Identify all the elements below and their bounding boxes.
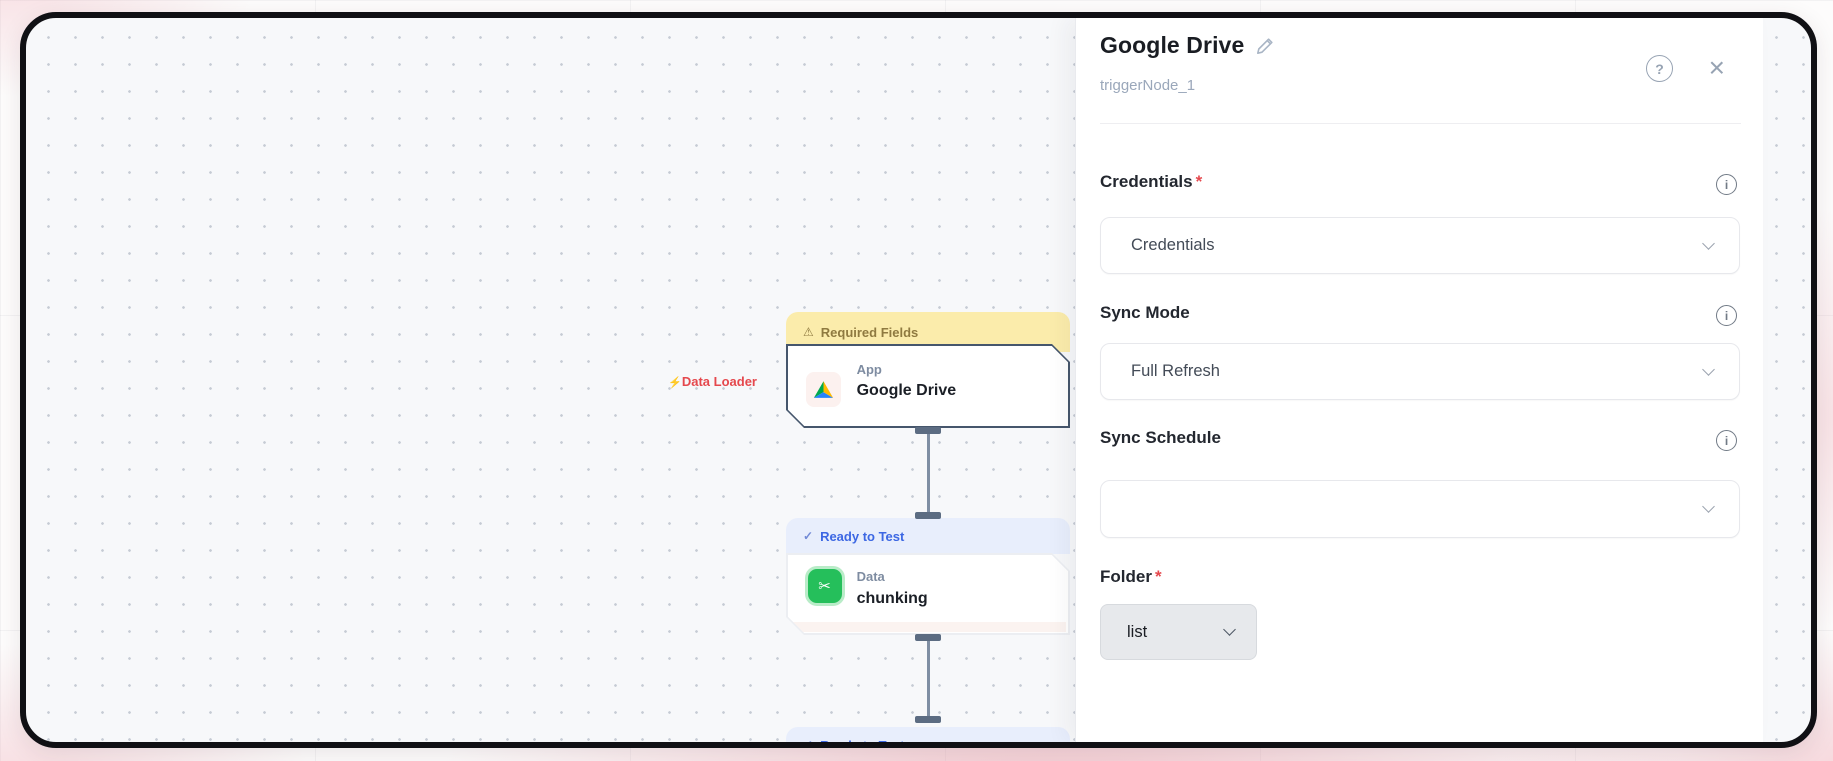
- node-type-label: App: [856, 361, 882, 377]
- folder-label: Folder*: [1100, 567, 1162, 587]
- sync-mode-label: Sync Mode: [1100, 303, 1190, 323]
- credentials-value: Credentials: [1131, 236, 1215, 254]
- chevron-down-icon: [1702, 362, 1715, 376]
- input-port[interactable]: [915, 716, 941, 723]
- connector-edge: [927, 638, 930, 720]
- sync-mode-value: Full Refresh: [1131, 362, 1220, 380]
- output-port[interactable]: [915, 634, 941, 641]
- check-icon: ✓: [803, 738, 814, 748]
- node-id-label: triggerNode_1: [1100, 77, 1196, 94]
- input-port[interactable]: [915, 512, 941, 519]
- label-text: Folder: [1100, 567, 1152, 586]
- node-status-banner-ready: ✓ Ready to Test: [786, 518, 1070, 554]
- status-label: Required Fields: [820, 324, 919, 340]
- node-chunking-body: ✂ Data chunking: [788, 555, 1069, 634]
- info-glyph: i: [1724, 308, 1729, 323]
- node-name-label: Google Drive: [856, 381, 957, 399]
- node-google-drive[interactable]: App Google Drive: [786, 344, 1070, 428]
- data-loader-annotation: ⚡Data Loader: [556, 374, 757, 389]
- sync-mode-select[interactable]: Full Refresh: [1100, 343, 1740, 400]
- panel-title: Google Drive: [1100, 32, 1245, 58]
- required-marker: *: [1195, 172, 1203, 191]
- header-divider: [1100, 123, 1741, 124]
- warning-icon: ⚠: [803, 325, 814, 339]
- sync-schedule-select[interactable]: [1100, 480, 1740, 538]
- node-type-label: Data: [856, 568, 885, 584]
- label-text: Credentials: [1100, 172, 1193, 191]
- help-icon[interactable]: ?: [1646, 55, 1673, 82]
- scissors-icon: ✂: [818, 577, 831, 595]
- node-config-panel: Google Drive triggerNode_1 ? × Credentia…: [1075, 18, 1763, 742]
- node-name-label: chunking: [856, 589, 928, 607]
- required-marker: *: [1154, 567, 1162, 586]
- chevron-down-icon: [1223, 623, 1236, 636]
- flow-canvas[interactable]: ⚡Data Loader ⚠ Required Fields App Googl…: [26, 18, 1811, 742]
- check-icon: ✓: [803, 529, 814, 543]
- credentials-info-icon[interactable]: i: [1716, 174, 1737, 195]
- close-glyph: ×: [1708, 52, 1725, 83]
- sync-schedule-info-icon[interactable]: i: [1716, 430, 1737, 451]
- folder-select[interactable]: list: [1100, 604, 1257, 660]
- chevron-down-icon: [1702, 236, 1715, 250]
- google-drive-logo-tile: [806, 372, 841, 407]
- label-text: Sync Schedule: [1100, 428, 1221, 447]
- status-label: Ready to Test: [820, 528, 905, 544]
- chunking-tile: ✂: [808, 569, 842, 603]
- label-text: Sync Mode: [1100, 303, 1190, 322]
- sync-schedule-label: Sync Schedule: [1100, 428, 1221, 448]
- app-frame: ⚡Data Loader ⚠ Required Fields App Googl…: [20, 12, 1817, 748]
- credentials-select[interactable]: Credentials: [1100, 217, 1740, 274]
- node-chunking[interactable]: ✂ Data chunking: [786, 553, 1070, 635]
- google-drive-icon: [813, 380, 834, 399]
- node-status-banner-ready-partial: ✓ Ready to Test: [786, 727, 1070, 748]
- close-icon[interactable]: ×: [1709, 48, 1725, 87]
- info-glyph: i: [1724, 177, 1729, 192]
- bolt-icon: ⚡: [668, 377, 682, 389]
- connector-edge: [927, 431, 930, 516]
- data-loader-label: Data Loader: [681, 374, 757, 389]
- output-port[interactable]: [915, 427, 941, 434]
- info-glyph: i: [1724, 433, 1729, 448]
- chevron-down-icon: [1702, 500, 1715, 513]
- node-google-drive-body: App Google Drive: [788, 346, 1069, 427]
- edit-icon[interactable]: [1255, 36, 1275, 56]
- credentials-label: Credentials*: [1100, 172, 1202, 192]
- help-glyph: ?: [1655, 60, 1664, 77]
- node-footer-strip: [790, 622, 1067, 632]
- folder-value: list: [1127, 623, 1148, 641]
- status-label: Ready to Test: [820, 737, 905, 748]
- sync-mode-info-icon[interactable]: i: [1716, 305, 1737, 326]
